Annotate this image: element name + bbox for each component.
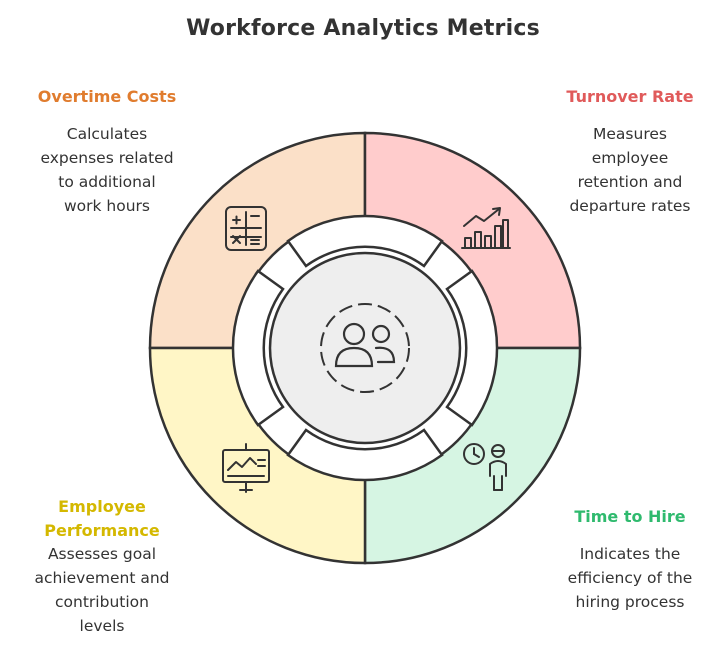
turnover-desc-line: departure rates [569, 197, 691, 215]
turnover-desc-line: retention and [577, 173, 683, 191]
time-to-hire-desc-line: Indicates the [579, 545, 681, 563]
ring-arc-left [231, 269, 285, 427]
clock-person-icon [463, 443, 507, 491]
time-to-hire-desc-line: hiring process [575, 593, 685, 611]
ring-arc-segments [231, 214, 499, 482]
bar-chart-trend-icon [461, 207, 511, 249]
turnover-desc-line: Measures [593, 125, 667, 143]
presentation-board-icon [222, 443, 270, 493]
turnover-rate-label: Turnover Rate [566, 87, 694, 106]
performance-desc-line: contribution [55, 593, 149, 611]
center-dashed-ring [320, 303, 410, 393]
overtime-desc-line: to additional [58, 173, 156, 191]
employee-performance-label-line: Employee [58, 497, 146, 516]
time-to-hire-label: Time to Hire [574, 507, 686, 526]
time-to-hire-desc-line: efficiency of the [567, 569, 693, 587]
calculator-icon [225, 206, 267, 251]
overtime-desc-line: Calculates [66, 125, 148, 143]
page-title: Workforce Analytics Metrics [186, 16, 540, 41]
employee-performance-label: Employee Performance [12, 495, 192, 543]
performance-desc-line: levels [79, 617, 125, 635]
overtime-costs-description: Calculates expenses related to additiona… [22, 122, 192, 218]
ring-arc-bottom [286, 428, 444, 482]
employee-performance-description: Assesses goal achievement and contributi… [12, 542, 192, 638]
overtime-costs-label: Overtime Costs [37, 87, 177, 106]
overtime-desc-line: expenses related [40, 149, 174, 167]
performance-desc-line: achievement and [34, 569, 170, 587]
time-to-hire-description: Indicates the efficiency of the hiring p… [540, 542, 720, 614]
ring-arc-right [445, 269, 499, 427]
employee-performance-label-line: Performance [44, 521, 160, 540]
turnover-rate-description: Measures employee retention and departur… [540, 122, 720, 218]
performance-desc-line: Assesses goal [47, 545, 157, 563]
turnover-desc-line: employee [591, 149, 669, 167]
ring-arc-top [286, 214, 444, 268]
center-circle [268, 251, 462, 445]
overtime-desc-line: work hours [63, 197, 150, 215]
users-group-icon [334, 322, 396, 368]
